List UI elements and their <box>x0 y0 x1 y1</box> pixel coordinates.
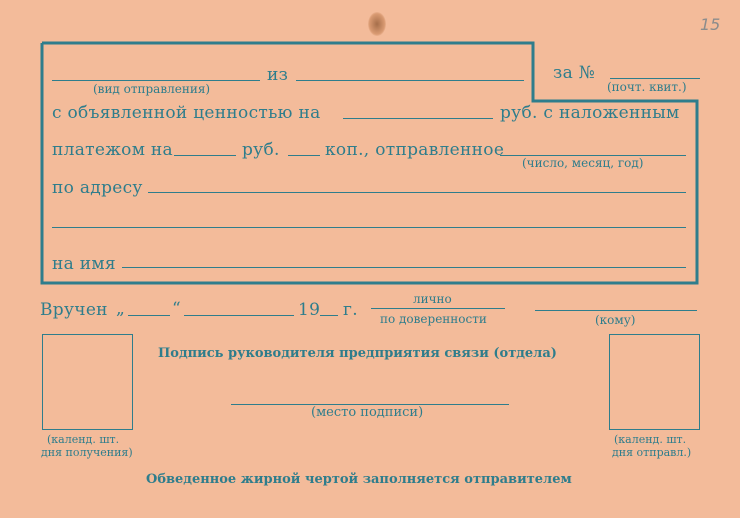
receipt-no-line[interactable] <box>610 78 700 79</box>
paper-stain <box>368 12 386 36</box>
signature-place-caption: (место подписи) <box>311 405 424 420</box>
day-line[interactable] <box>128 315 170 316</box>
handwritten-mark: 15 <box>700 15 721 34</box>
from-line[interactable] <box>296 80 524 81</box>
date-line[interactable] <box>500 155 686 156</box>
name-line[interactable] <box>122 267 686 268</box>
signature-line[interactable] <box>231 404 509 405</box>
receipt-no-label: за № <box>553 63 596 83</box>
name-label: на имя <box>52 254 116 274</box>
recipient-line[interactable] <box>535 310 697 311</box>
signature-heading: Подпись руководителя предприятия связи (… <box>158 346 557 361</box>
delivered-label: Вручен <box>40 300 108 320</box>
from-label: из <box>267 65 289 85</box>
address-label: по адресу <box>52 178 143 198</box>
rub-label: руб. <box>242 140 280 160</box>
payment-kop-line[interactable] <box>288 155 320 156</box>
payment-rub-line[interactable] <box>174 155 236 156</box>
receipt-stamp-box[interactable] <box>42 334 133 430</box>
close-quote: “ <box>172 299 181 319</box>
address-line[interactable] <box>148 192 686 193</box>
address-line-2[interactable] <box>52 227 686 228</box>
stamp-right-caption-2: дня отправл.) <box>612 446 692 459</box>
personally-proxy-line <box>371 308 505 309</box>
declared-value-line[interactable] <box>343 118 493 119</box>
stamp-left-caption-1: (календ. шт. <box>47 433 120 446</box>
recipient-caption: (кому) <box>595 313 636 327</box>
payment-label: платежом на <box>52 140 173 160</box>
rub-cod-label: руб. с наложенным <box>500 103 680 123</box>
month-line[interactable] <box>184 315 294 316</box>
kind-line[interactable] <box>52 80 260 81</box>
year-suffix: г. <box>343 300 358 320</box>
open-quote: „ <box>116 299 126 319</box>
dispatch-stamp-box[interactable] <box>609 334 700 430</box>
kind-caption: (вид отправления) <box>93 82 211 96</box>
receipt-caption: (почт. квит.) <box>607 80 687 94</box>
year-prefix: 19 <box>298 300 321 320</box>
stamp-right-caption-1: (календ. шт. <box>614 433 687 446</box>
by-proxy-option: по доверенности <box>380 312 487 326</box>
footer-note: Обведенное жирной чертой заполняется отп… <box>146 472 572 487</box>
year-line[interactable] <box>320 315 338 316</box>
personally-option: лично <box>413 292 452 306</box>
stamp-left-caption-2: дня получения) <box>41 446 133 459</box>
date-caption: (число, месяц, год) <box>522 156 644 170</box>
kop-sent-label: коп., отправленное <box>325 140 505 160</box>
declared-value-label: с объявленной ценностью на <box>52 103 321 123</box>
